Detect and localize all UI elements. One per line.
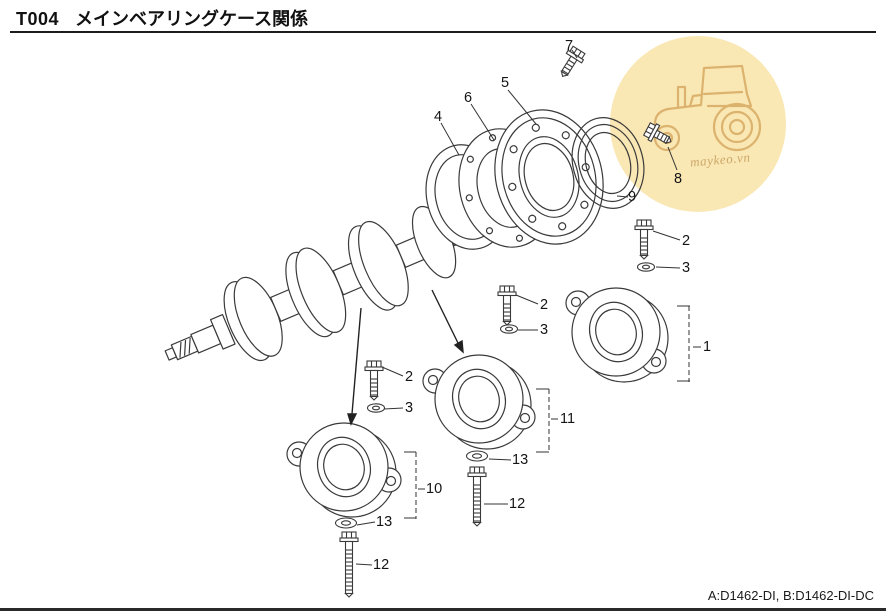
- bolt-12-middle: [467, 466, 487, 527]
- part-label-3-left: 3: [405, 400, 414, 416]
- part-label-12-left: 12: [373, 557, 390, 573]
- washer-3-middle: [499, 324, 519, 334]
- part-label-2-right: 2: [682, 233, 691, 249]
- part-label-7: 7: [565, 38, 574, 54]
- washer-13-left: [334, 517, 358, 529]
- part-label-6: 6: [464, 90, 473, 106]
- watermark-circle: [610, 36, 786, 212]
- bearing-case-11: [422, 354, 536, 450]
- part-label-3-middle: 3: [540, 322, 549, 338]
- header-divider: [10, 31, 876, 33]
- part-label-8: 8: [674, 171, 683, 187]
- washer-3-left: [366, 403, 386, 413]
- tractor-icon: [653, 64, 762, 152]
- page-bottom-border: [0, 608, 886, 611]
- part-label-13-middle: 13: [512, 452, 529, 468]
- group-brackets: [404, 305, 690, 519]
- part-label-4: 4: [434, 109, 443, 125]
- part-label-5: 5: [501, 75, 510, 91]
- part-label-2-middle: 2: [540, 297, 549, 313]
- part-label-12-middle: 12: [509, 496, 526, 512]
- bolt-2-left: [364, 360, 384, 401]
- bearing-race: [571, 117, 645, 209]
- crankshaft: [164, 205, 485, 362]
- model-codes: A:D1462-DI, B:D1462-DI-DC: [707, 588, 874, 603]
- page-header: T004 メインベアリングケース関係: [16, 5, 308, 31]
- part-label-11: 11: [560, 411, 576, 427]
- washer-13-middle: [465, 450, 489, 462]
- page-code: T004: [16, 9, 60, 29]
- part-label-3-right: 3: [682, 260, 691, 276]
- bolt-2-middle: [497, 285, 517, 326]
- bearing-case-10: [286, 422, 402, 518]
- part-label-1: 1: [703, 339, 712, 355]
- leader-lines: [355, 49, 701, 566]
- page-title: メインベアリングケース関係: [75, 9, 309, 29]
- assembly-arrows: [347, 289, 464, 426]
- part-label-2-left: 2: [405, 369, 414, 385]
- main-bearing-case: [494, 109, 604, 245]
- part-label-10: 10: [426, 481, 443, 497]
- part-label-13-left: 13: [376, 514, 393, 530]
- part-label-9: 9: [628, 189, 637, 205]
- bolt-2-right: [634, 219, 654, 260]
- bolt-12-left: [339, 531, 359, 598]
- washer-3-right: [636, 262, 656, 272]
- bearing-case-1: [565, 287, 669, 383]
